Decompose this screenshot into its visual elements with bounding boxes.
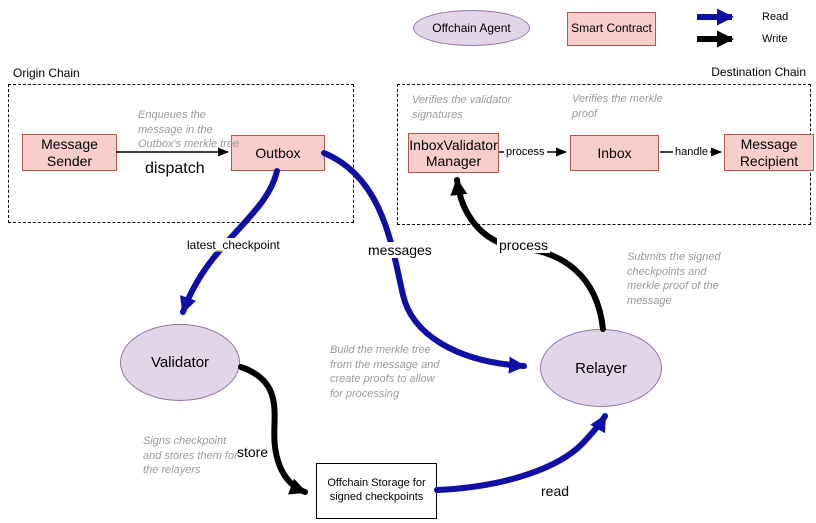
legend-write-label: Write	[762, 33, 788, 45]
validator-label: Validator	[150, 354, 210, 371]
dispatch-label: dispatch	[143, 160, 207, 178]
latest-checkpoint-label: latest_checkpoint	[185, 238, 282, 252]
inbox-validator-manager-node: InboxValidator Manager	[408, 133, 499, 173]
relayer-node: Relayer	[540, 329, 662, 407]
store-label: store	[235, 444, 271, 460]
message-recipient-label: Message Recipient	[739, 136, 799, 169]
message-sender-label: Message Sender	[41, 136, 98, 169]
legend-offchain-agent-label: Offchain Agent	[432, 21, 511, 35]
legend-smart-contract-box: Smart Contract	[567, 12, 656, 46]
handle-label: handle	[673, 146, 711, 158]
read-arrow	[434, 413, 608, 493]
legend-smart-contract-label: Smart Contract	[571, 21, 652, 36]
message-recipient-node: Message Recipient	[724, 134, 814, 171]
inbox-label: Inbox	[597, 144, 632, 161]
outbox-node: Outbox	[231, 135, 325, 171]
inbox-node: Inbox	[570, 135, 659, 171]
relayer-label: Relayer	[575, 359, 627, 377]
read-label: read	[539, 483, 572, 499]
legend-offchain-agent-ellipse: Offchain Agent	[413, 10, 530, 46]
offchain-storage-node: Offchain Storage for signed checkpoints	[316, 463, 437, 519]
offchain-storage-label: Offchain Storage for signed checkpoints	[327, 477, 426, 503]
note-submits: Submits the signed checkpoints and merkl…	[627, 251, 721, 307]
store-arrow	[238, 364, 308, 495]
process-curve-label: process	[497, 237, 551, 253]
outbox-label: Outbox	[255, 144, 301, 161]
note-merkle-proof: Verifies the merkle proof	[572, 93, 663, 120]
destination-chain-title: Destination Chain	[711, 65, 806, 79]
note-enqueues: Enqueues the message in the Outbox's mer…	[138, 109, 240, 151]
legend-read-label: Read	[762, 11, 789, 23]
note-build: Build the merkle tree from the message a…	[330, 344, 440, 400]
note-validator-signatures: Verifies the validator signatures	[412, 94, 512, 121]
validator-node: Validator	[120, 324, 240, 401]
origin-chain-title: Origin Chain	[13, 66, 80, 80]
message-sender-node: Message Sender	[22, 134, 117, 171]
messages-label: messages	[366, 242, 434, 258]
inbox-validator-manager-label: InboxValidator Manager	[409, 136, 498, 169]
process-thin-label: process	[504, 146, 547, 158]
note-signs: Signs checkpoint and stores them for the…	[143, 435, 238, 477]
